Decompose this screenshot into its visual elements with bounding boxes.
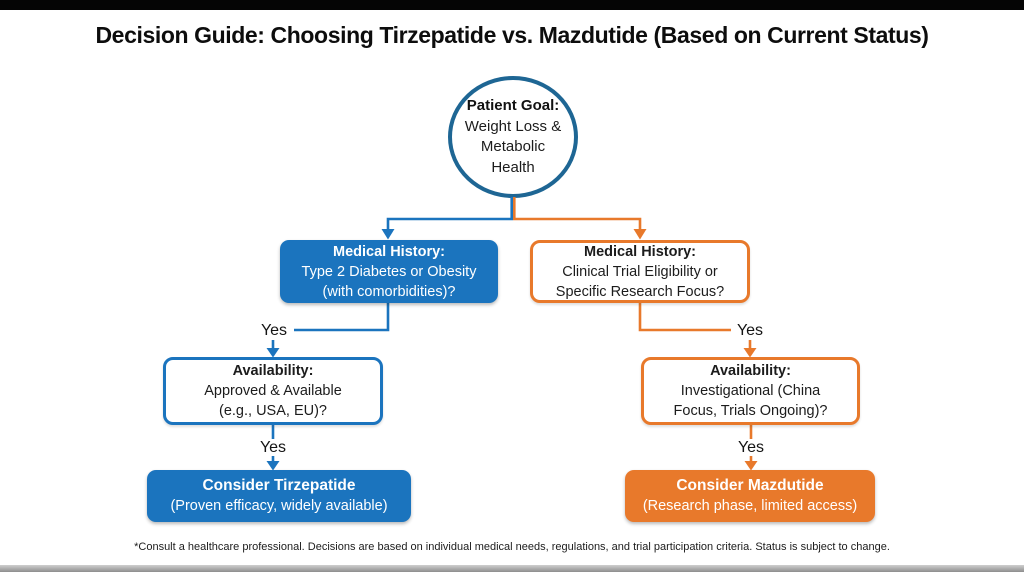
arrow-down-icon — [381, 229, 395, 240]
medical-history-left-line: Type 2 Diabetes or Obesity — [301, 263, 477, 280]
result-tirzepatide-line: (Proven efficacy, widely available) — [170, 498, 388, 514]
availability-left-line: Approved & Available — [204, 383, 342, 399]
result-tirzepatide-box: Consider Tirzepatide (Proven efficacy, w… — [147, 470, 411, 522]
result-tirzepatide-heading: Consider Tirzepatide — [202, 477, 356, 494]
patient-goal-line: Metabolic — [480, 138, 546, 155]
availability-right-box: Availability: Investigational (China Foc… — [641, 357, 860, 425]
patient-goal-heading: Patient Goal: — [466, 97, 560, 114]
availability-left-line: (e.g., USA, EU)? — [219, 403, 327, 419]
result-mazdutide-box: Consider Mazdutide (Research phase, limi… — [625, 470, 875, 522]
page-title: Decision Guide: Choosing Tirzepatide vs.… — [95, 22, 929, 48]
availability-right-heading: Availability: — [710, 363, 791, 379]
medical-history-right-heading: Medical History: — [584, 243, 696, 260]
arrow-down-icon — [266, 461, 280, 471]
availability-right-line: Focus, Trials Ongoing)? — [673, 403, 828, 419]
footnote: *Consult a healthcare professional. Deci… — [134, 541, 890, 553]
letterbox-top-bar — [0, 0, 1024, 10]
arrow-down-icon — [266, 348, 280, 358]
letterbox-bottom-bar — [0, 565, 1024, 572]
result-mazdutide-heading: Consider Mazdutide — [676, 477, 824, 494]
yes-label-right-2: Yes — [737, 439, 765, 456]
medical-history-right-line: Specific Research Focus? — [555, 283, 725, 300]
arrow-down-icon — [744, 461, 758, 471]
availability-left-heading: Availability: — [232, 363, 314, 379]
medical-history-left-box: Medical History: Type 2 Diabetes or Obes… — [280, 240, 498, 303]
patient-goal-line: Weight Loss & — [464, 117, 562, 135]
connector-root-to-right — [513, 197, 642, 230]
connector-right-medical-to-yes — [638, 303, 731, 332]
medical-history-right-box: Medical History: Clinical Trial Eligibil… — [530, 240, 750, 303]
connector-left-medical-to-yes — [294, 303, 390, 332]
medical-history-right-line: Clinical Trial Eligibility or — [562, 263, 718, 280]
availability-left-box: Availability: Approved & Available (e.g.… — [163, 357, 383, 425]
yes-label-left-1: Yes — [260, 322, 288, 339]
connector-root-to-left — [386, 197, 513, 230]
medical-history-left-heading: Medical History: — [333, 243, 445, 260]
yes-label-left-2: Yes — [259, 439, 287, 456]
result-mazdutide-line: (Research phase, limited access) — [642, 498, 858, 514]
patient-goal-line: Health — [491, 158, 535, 176]
arrow-down-icon — [633, 229, 647, 240]
yes-label-right-1: Yes — [736, 322, 764, 339]
arrow-down-icon — [743, 348, 757, 358]
medical-history-left-line: (with comorbidities)? — [322, 283, 456, 300]
availability-right-line: Investigational (China — [680, 383, 821, 399]
patient-goal-node: Patient Goal: Weight Loss & Metabolic He… — [448, 76, 578, 198]
